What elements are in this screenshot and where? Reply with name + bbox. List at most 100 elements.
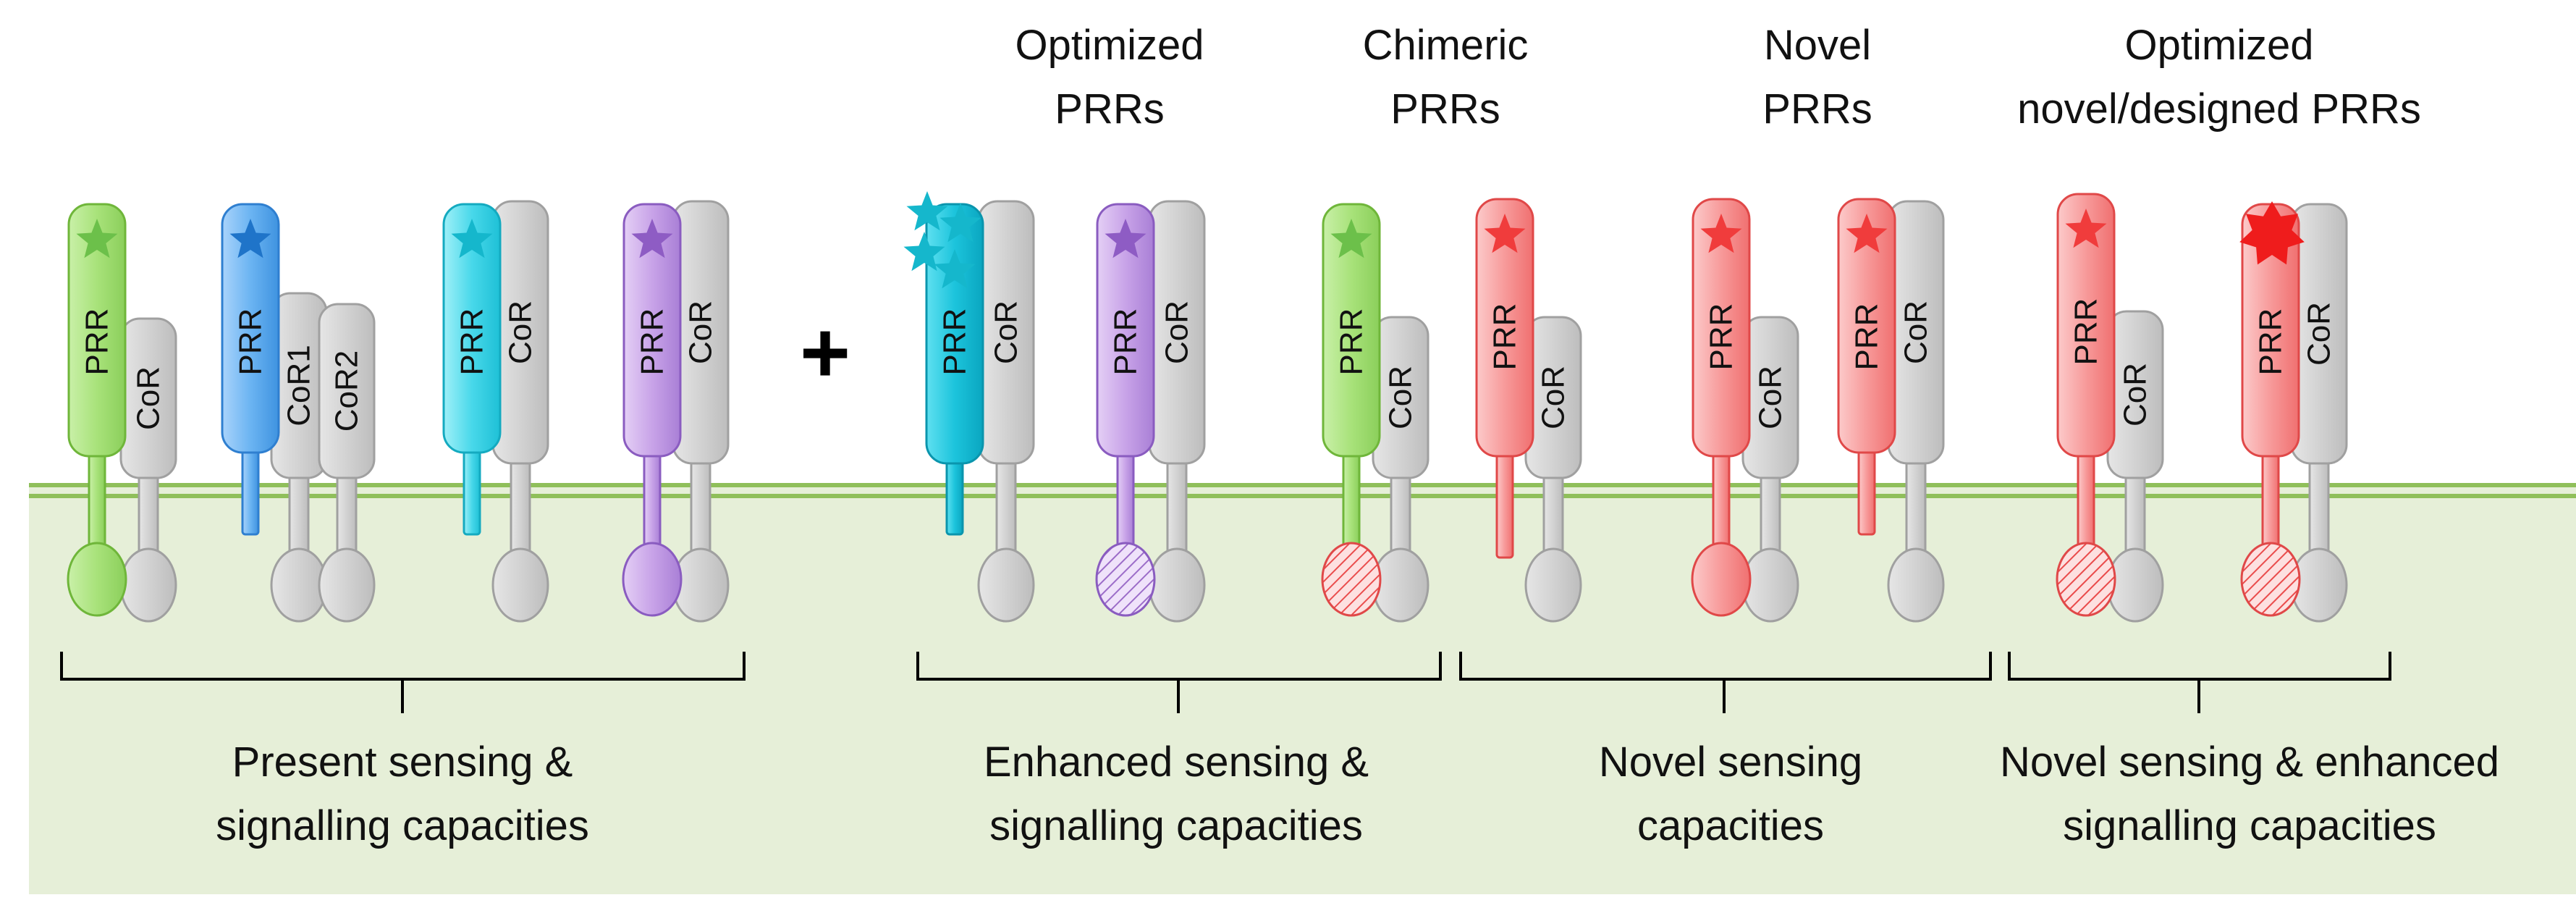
co-receptor: CoR — [491, 200, 549, 623]
prr-receptor: PRR — [1475, 198, 1534, 559]
svg-text:Optimized: Optimized — [2124, 22, 2313, 69]
transmembrane-domain — [1712, 452, 1731, 559]
ectodomain — [1692, 198, 1751, 458]
transmembrane-domain — [88, 452, 106, 559]
ligand-star-icon — [1700, 214, 1742, 253]
caption-enhanced: Enhanced sensing & signalling capacities — [984, 739, 1369, 849]
transmembrane-domain — [643, 452, 662, 559]
co-receptor: CoR1 — [270, 292, 328, 623]
prr-label: PRR — [1108, 308, 1144, 376]
ligand-star-icon — [1330, 219, 1372, 258]
cytoplasm — [29, 485, 2576, 894]
kinase-domain — [2240, 542, 2301, 617]
kinase-domain — [1887, 547, 1945, 623]
prr-label: PRR — [80, 308, 115, 376]
svg-text:Novel: Novel — [1764, 22, 1871, 69]
transmembrane-domain — [138, 474, 159, 556]
header-chimeric: Chimeric PRRs — [1363, 22, 1529, 133]
transmembrane-domain — [995, 459, 1017, 556]
co-receptor: CoR — [119, 317, 177, 623]
bracket-present — [60, 652, 746, 713]
co-receptor-label: CoR — [1160, 300, 1195, 364]
prr-receptor: PRR — [622, 203, 683, 617]
svg-text:signalling capacities: signalling capacities — [2063, 802, 2436, 849]
header-optimized-novel: Optimized novel/designed PRRs — [2017, 22, 2421, 133]
transmembrane-domain — [1495, 452, 1514, 559]
co-receptor-label: CoR — [1383, 366, 1419, 429]
transmembrane-domain — [1342, 452, 1361, 559]
plasma-membrane — [29, 483, 2576, 498]
ligand-star-icon — [631, 219, 673, 258]
co-receptor-label: CoR — [989, 300, 1024, 364]
kinase-domain — [67, 542, 127, 617]
co-receptor: CoR — [2290, 203, 2348, 623]
prr-label: PRR — [2069, 298, 2104, 366]
ectodomain — [1475, 198, 1534, 458]
transmembrane-domain — [1542, 474, 1564, 556]
co-receptor: CoR — [1148, 200, 1206, 623]
svg-text:Novel sensing: Novel sensing — [1599, 739, 1862, 786]
transmembrane-domain — [510, 459, 531, 556]
svg-text:signalling capacities: signalling capacities — [216, 802, 589, 849]
caption-present: Present sensing & signalling capacities — [216, 739, 589, 849]
prr-receptor: PRR — [903, 191, 984, 536]
transmembrane-domain — [2124, 474, 2146, 556]
svg-text:PRRs: PRRs — [1390, 85, 1500, 133]
prr-label: PRR — [2253, 308, 2289, 376]
kinase-domain — [318, 547, 376, 623]
transmembrane-domain — [241, 448, 260, 536]
ectodomain — [2056, 193, 2116, 458]
kinase-domain — [2056, 542, 2116, 617]
kinase-domain — [977, 547, 1035, 623]
plus-sign: + — [800, 304, 850, 401]
co-receptor: CoR — [1372, 316, 1430, 623]
svg-text:Chimeric: Chimeric — [1363, 22, 1529, 69]
ligand-star-icon — [939, 203, 981, 243]
ligand-burst-icon — [2239, 201, 2305, 265]
ectodomain — [622, 203, 682, 458]
ectodomain — [1096, 203, 1155, 458]
transmembrane-domain — [336, 474, 358, 556]
kinase-domain — [1524, 547, 1582, 623]
svg-text:capacities: capacities — [1637, 802, 1824, 849]
prr-label: PRR — [1849, 303, 1885, 371]
co-receptor: CoR2 — [318, 303, 376, 623]
co-receptor-label: CoR2 — [329, 350, 365, 432]
transmembrane-domain — [463, 448, 481, 536]
prr-receptor: PRR — [67, 203, 127, 617]
transmembrane-domain — [2308, 459, 2330, 556]
co-receptor: CoR — [1887, 200, 1945, 623]
svg-text:Present sensing &: Present sensing & — [232, 739, 573, 786]
co-receptor: CoR — [672, 200, 730, 623]
svg-text:Enhanced sensing &: Enhanced sensing & — [984, 739, 1369, 786]
co-receptor-label: CoR — [503, 300, 539, 364]
prr-label: PRR — [1334, 308, 1369, 376]
kinase-domain — [622, 542, 683, 617]
co-receptor-ectodomain — [318, 303, 376, 479]
co-receptor: CoR — [2106, 310, 2164, 623]
transmembrane-domain — [1116, 452, 1135, 559]
kinase-domain — [119, 547, 177, 623]
transmembrane-domain — [1166, 459, 1188, 556]
prr-receptor: PRR — [1095, 203, 1156, 617]
transmembrane-domain — [690, 459, 711, 556]
co-receptor: CoR — [1524, 316, 1582, 623]
prr-receptor: PRR — [2239, 201, 2305, 617]
ligand-star-icon — [906, 191, 948, 231]
transmembrane-domain — [2077, 452, 2095, 559]
ectodomain — [67, 203, 127, 458]
prr-label: PRR — [233, 308, 269, 376]
ligand-star-icon — [1846, 214, 1888, 253]
ectodomain — [1322, 203, 1381, 458]
kinase-domain — [1741, 547, 1799, 623]
co-receptor-label: CoR — [683, 300, 719, 364]
prr-receptor: PRR — [1837, 198, 1896, 536]
transmembrane-domain — [1760, 474, 1781, 556]
transmembrane-domain — [945, 459, 964, 536]
co-receptor-label: CoR — [1753, 366, 1789, 429]
co-receptor-label: CoR — [2302, 302, 2337, 366]
co-receptor-label: CoR — [131, 366, 166, 430]
ligand-star-icon — [1484, 214, 1526, 253]
ligand-star-icon — [2065, 209, 2107, 248]
